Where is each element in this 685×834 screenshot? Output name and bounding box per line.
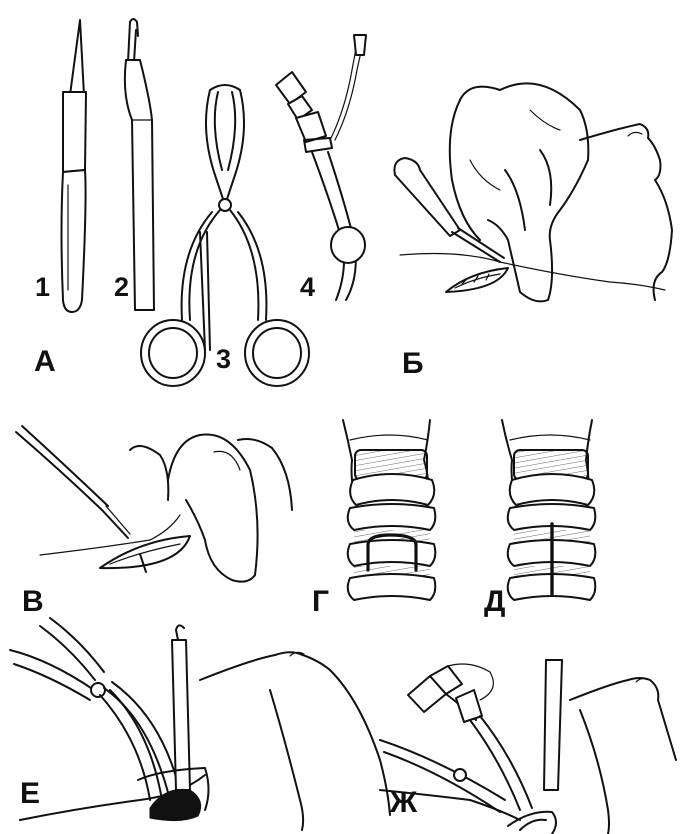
panel-zh-tube-insertion: Ж (380, 660, 676, 834)
tracheostomy-tube-illustration (276, 35, 366, 300)
instrument-number-4: 4 (300, 272, 315, 302)
panel-label-v: В (22, 585, 44, 618)
scalpel-illustration (62, 20, 87, 312)
panel-label-a: А (34, 345, 56, 378)
panel-e-dilator-insertion: Е (10, 618, 390, 830)
panel-label-b: Б (402, 347, 424, 380)
panel-label-d: Д (484, 585, 505, 618)
panel-b-skin-incision: Б (394, 83, 672, 380)
sharp-hook-illustration (125, 19, 154, 310)
panel-d-trachea-vertical-incision: Д (484, 420, 595, 618)
panel-label-g: Г (312, 585, 329, 618)
panel-label-zh: Ж (389, 786, 418, 819)
instrument-number-1: 1 (35, 272, 50, 302)
panel-v-deep-incision: В (16, 426, 292, 618)
panel-label-e: Е (20, 777, 40, 810)
panel-a-instruments: 1 2 3 4 А (34, 19, 366, 386)
trousseau-dilator-illustration (141, 85, 309, 386)
instrument-number-3: 3 (216, 344, 231, 374)
panel-g-trachea-flap: Г (312, 420, 435, 618)
instrument-number-2: 2 (114, 272, 129, 302)
